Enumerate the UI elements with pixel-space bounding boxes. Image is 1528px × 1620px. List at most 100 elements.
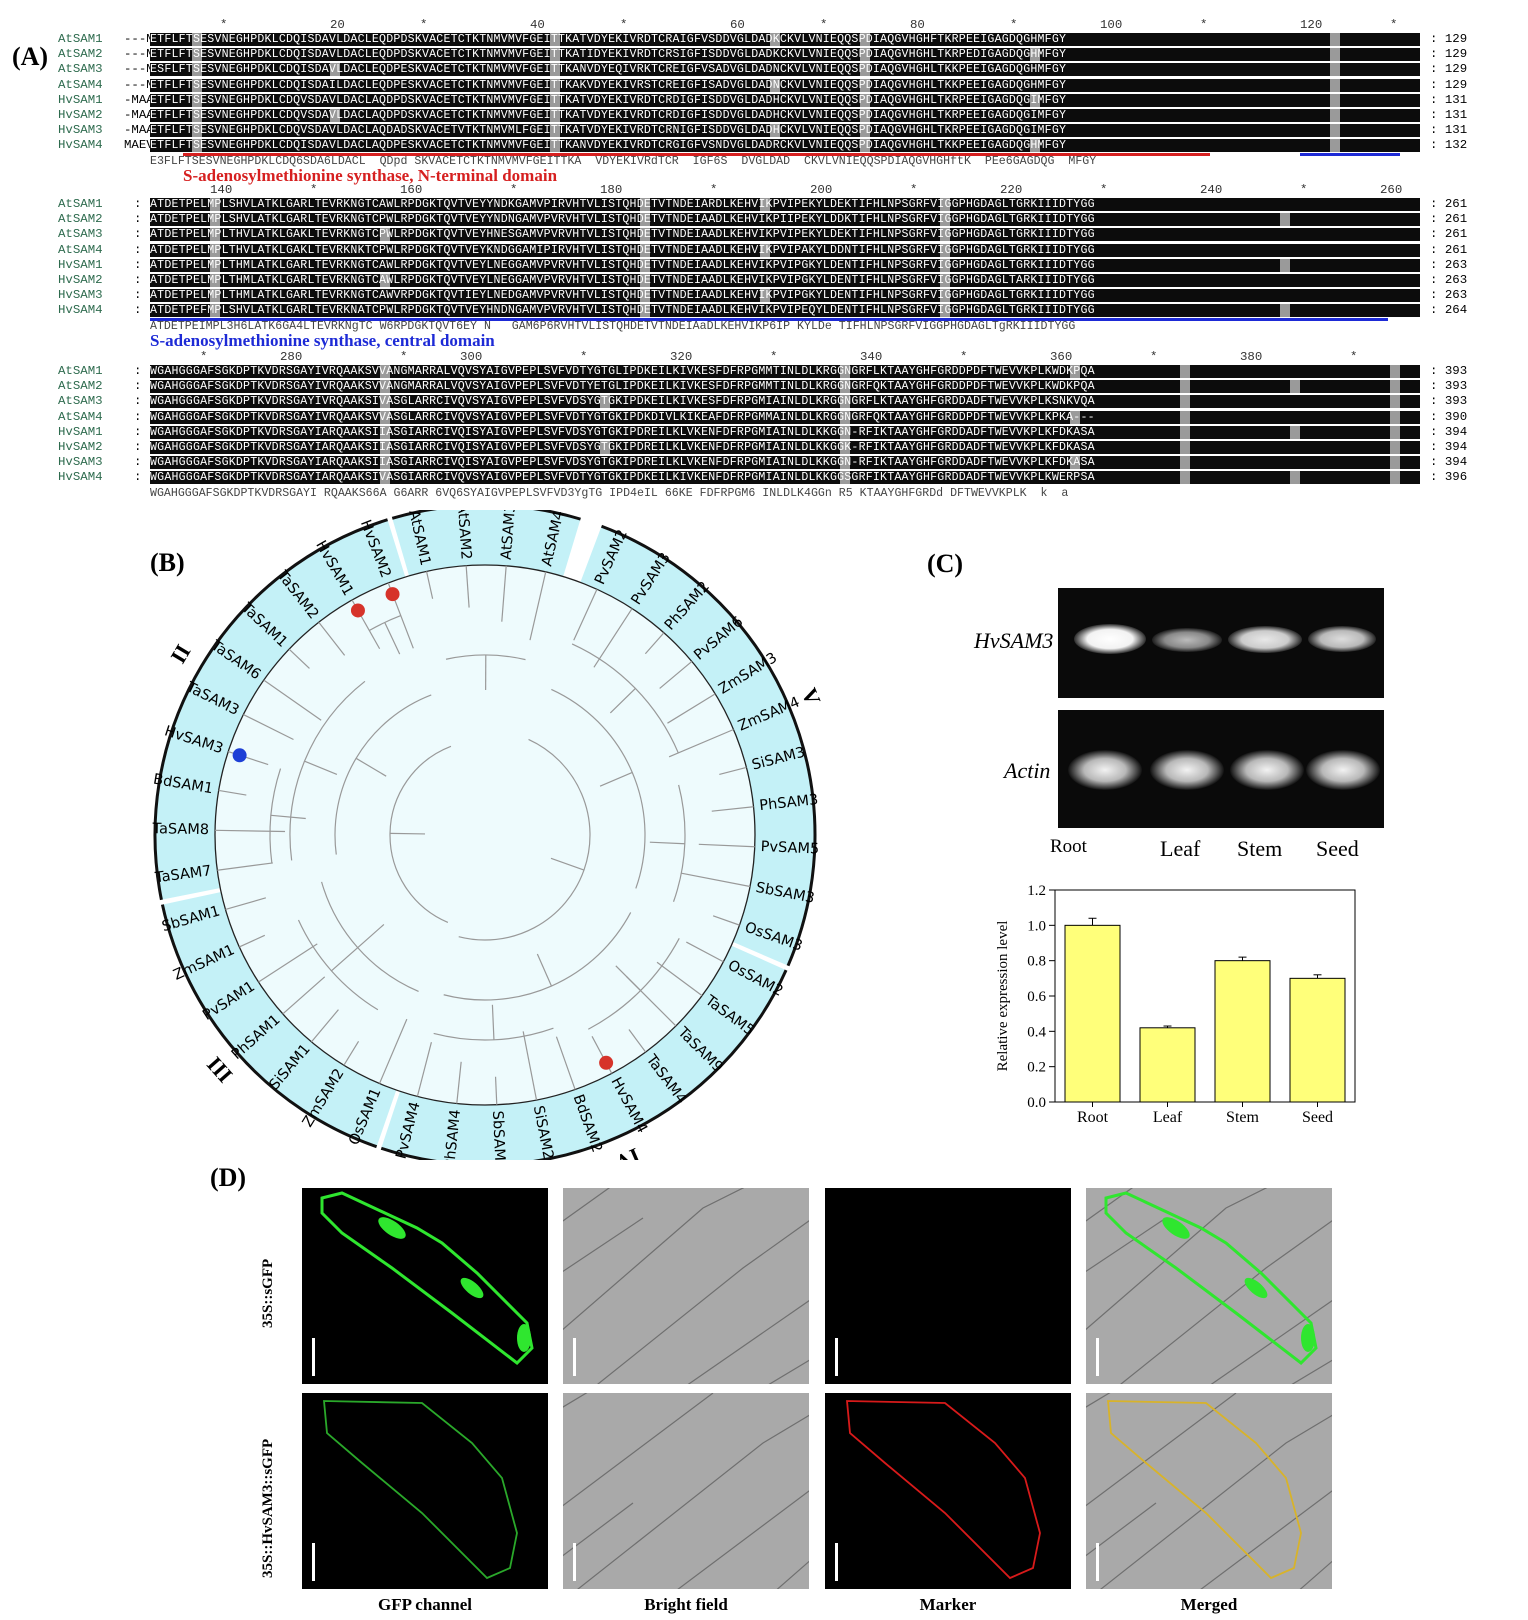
alignment-similarity-shade (600, 395, 610, 409)
tree-internal-arc (368, 615, 401, 631)
alignment-sequence-colon: : (134, 212, 142, 227)
alignment-similarity-shade (940, 289, 950, 303)
scale-bar (1096, 1543, 1099, 1581)
gel-lane-seed: Seed (1316, 836, 1359, 861)
alignment-sequence-lead: -MAA (124, 123, 154, 138)
alignment-residue-count: : 394 (1430, 455, 1468, 470)
gel-lane-root: Root (1050, 836, 1087, 857)
alignment-similarity-shade (210, 198, 220, 211)
micrograph-column-label: GFP channel (378, 1595, 472, 1614)
alignment-similarity-shade (840, 380, 850, 394)
alignment-sequence-name: AtSAM4 (58, 77, 103, 92)
alignment-sequence-name: HvSAM4 (58, 470, 103, 485)
alignment-sequence: ETFLFTSESVNEGHPDKLCDQISDAVLDACLEQDPDSKVA… (150, 48, 1420, 62)
alignment-similarity-shade (1390, 425, 1400, 439)
alignment-similarity-shade (550, 63, 560, 77)
alignment-similarity-shade (1180, 441, 1190, 454)
tree-branch (522, 1031, 538, 1101)
alignment-ruler-tick: * (580, 350, 588, 364)
scale-bar (573, 1338, 576, 1376)
alignment-similarity-shade (192, 78, 202, 92)
alignment-similarity-shade (600, 441, 610, 454)
alignment-sequence: WGAHGGGAFSGKDPTKVDRSGAYIARQAAKSIIASGIARR… (150, 441, 1420, 454)
alignment-ruler-tick: 40 (530, 18, 545, 32)
alignment-similarity-shade (380, 456, 390, 470)
alignment-residue-count: : 131 (1430, 123, 1468, 138)
tree-inner-ring (214, 564, 756, 1106)
x-tick-label: Root (1077, 1109, 1109, 1126)
alignment-similarity-shade (760, 243, 770, 257)
alignment-ruler-tick: 200 (810, 183, 833, 197)
alignment-sequence: ETFLFTSESVNEGHPDKLCDQVSDAVLDACLAQDPDSKVA… (150, 109, 1420, 122)
panel-label-a: (A) (12, 42, 49, 71)
alignment-similarity-shade (380, 471, 390, 485)
alignment-similarity-shade (1070, 365, 1080, 378)
alignment-ruler-tick: * (220, 18, 228, 32)
micrograph-column-label: Marker (919, 1595, 977, 1614)
scale-bar (835, 1338, 838, 1376)
alignment-sequence-name: AtSAM3 (58, 62, 103, 77)
alignment-similarity-shade (1330, 109, 1340, 122)
alignment-similarity-shade (1390, 471, 1400, 485)
tree-leaf-label: AtSAM3 (499, 510, 519, 560)
alignment-ruler-tick: * (960, 350, 968, 364)
tree-clade-arc (600, 524, 817, 967)
alignment-residue-count: : 393 (1430, 379, 1468, 394)
tree-branch-stem (384, 622, 401, 655)
alignment-ruler-tick: * (1100, 183, 1108, 197)
alignment-sequence: ESFLFTSESVNEGHPDKLCDQISDAVLDACLEQDPESKVA… (150, 63, 1420, 77)
alignment-residue-count: : 393 (1430, 364, 1468, 378)
micrograph (825, 1393, 1071, 1589)
alignment-sequence-name: AtSAM3 (58, 394, 103, 409)
tree-branch (656, 961, 703, 997)
alignment-similarity-shade (1390, 380, 1400, 394)
alignment-sequence-name: AtSAM2 (58, 379, 103, 394)
x-tick-label: Stem (1226, 1109, 1259, 1126)
tree-branch-stem (615, 965, 641, 991)
alignment-ruler-tick: 140 (210, 183, 233, 197)
alignment-residue-count: : 261 (1430, 227, 1468, 242)
alignment-sequence-name: HvSAM3 (58, 455, 103, 470)
alignment-similarity-shade (210, 274, 220, 287)
alignment-sequence-colon: : (134, 394, 142, 409)
tree-branch-stem (331, 947, 359, 972)
alignment-similarity-shade (1330, 63, 1340, 77)
alignment-similarity-shade (192, 93, 202, 107)
alignment-ruler-tick: * (1390, 18, 1398, 32)
alignment-similarity-shade (1330, 139, 1340, 153)
alignment-sequence-colon: : (134, 242, 142, 257)
micrograph (302, 1188, 548, 1384)
alignment-sequence-colon: : (134, 364, 142, 378)
alignment-similarity-shade (840, 410, 850, 424)
bar (1214, 960, 1271, 1103)
alignment-similarity-shade (940, 258, 950, 272)
alignment-residue-count: : 263 (1430, 257, 1468, 272)
alignment-sequence: ETFLFTSESVNEGHPDKLCDQVSDAVLDACLAQDPDSKVA… (150, 93, 1420, 107)
tree-branch (686, 941, 724, 963)
alignment-sequence: ETFLFTSESVNEGHPDKLCDQISDAVLDACLAQDPESKVA… (150, 139, 1420, 153)
alignment-ruler-tick: * (770, 350, 778, 364)
alignment-residue-count: : 263 (1430, 288, 1468, 303)
gel-lane-stem: Stem (1237, 836, 1283, 861)
alignment-similarity-shade (1390, 441, 1400, 454)
alignment-similarity-shade (1280, 258, 1290, 272)
alignment-similarity-shade (210, 258, 220, 272)
alignment-sequence-name: HvSAM2 (58, 108, 103, 122)
gel-band-seed (1308, 626, 1376, 652)
alignment-similarity-shade (380, 365, 390, 378)
gel-gene-label-hvsam3: HvSAM3 (974, 628, 1054, 653)
alignment-similarity-shade (1330, 33, 1340, 46)
alignment-similarity-shade (550, 33, 560, 46)
scale-bar (573, 1543, 576, 1581)
alignment-ruler-tick: * (510, 183, 518, 197)
alignment-residue-count: : 131 (1430, 92, 1468, 107)
alignment-ruler-tick: * (1350, 350, 1358, 364)
alignment-similarity-shade (210, 213, 220, 227)
alignment-sequence: ATDETPELMPLTHVLATKLGAKLTEVRKNKTCPWLRPDGK… (150, 243, 1420, 257)
alignment-sequence: ATDETPEFMPLSHVLATKLGARLTEVRKNATCPWLRPDGK… (150, 304, 1420, 318)
panel-label-b: (B) (150, 548, 185, 577)
alignment-similarity-shade (1390, 456, 1400, 470)
alignment-ruler-tick: 100 (1100, 18, 1123, 32)
alignment-similarity-shade (192, 48, 202, 62)
